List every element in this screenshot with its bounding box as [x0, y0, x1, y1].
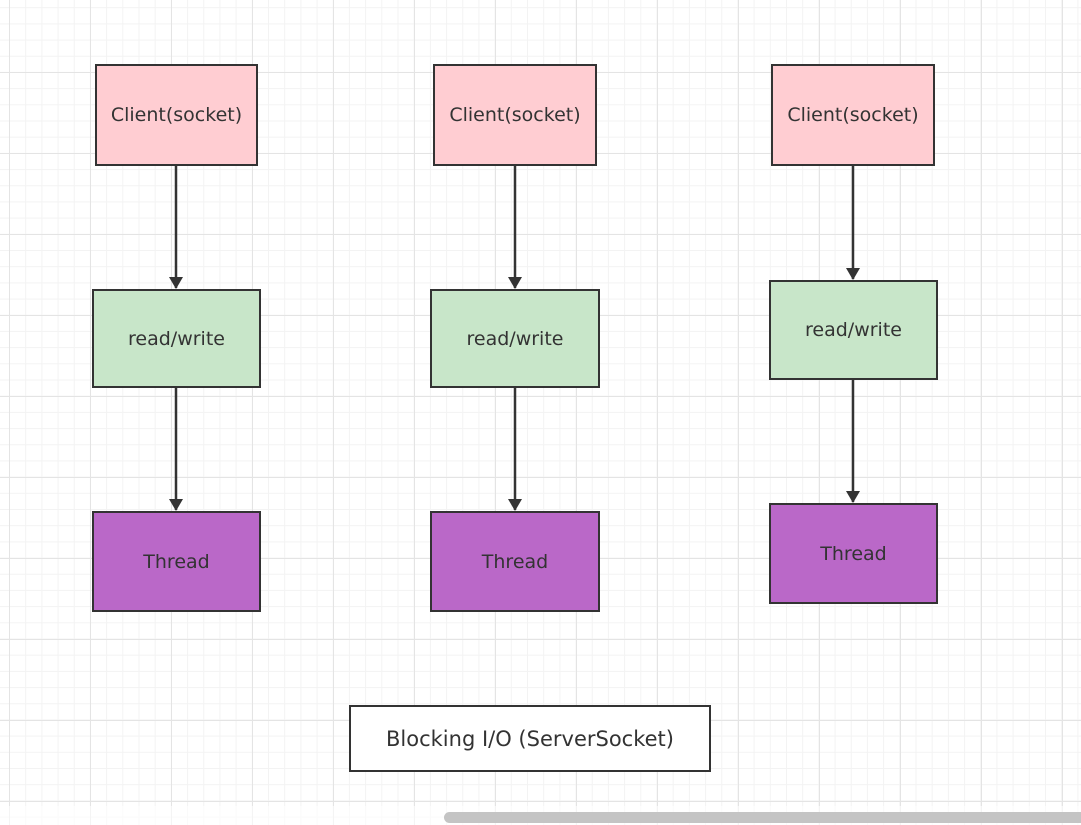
client-socket-label-3: Client(socket) — [787, 104, 919, 126]
read-write-node-3[interactable]: read/write — [769, 280, 938, 380]
read-write-label-1: read/write — [128, 327, 225, 350]
caption-label: Blocking I/O (ServerSocket) — [386, 726, 674, 751]
thread-label-1: Thread — [143, 550, 210, 573]
read-write-label-3: read/write — [805, 319, 902, 341]
client-socket-node-2[interactable]: Client(socket) — [433, 64, 597, 166]
thread-node-2[interactable]: Thread — [430, 511, 600, 612]
read-write-label-2: read/write — [466, 327, 564, 350]
thread-node-1[interactable]: Thread — [92, 511, 261, 612]
horizontal-scrollbar-thumb[interactable] — [444, 812, 1081, 823]
client-socket-node-1[interactable]: Client(socket) — [95, 64, 258, 166]
caption-box[interactable]: Blocking I/O (ServerSocket) — [349, 705, 711, 772]
read-write-node-2[interactable]: read/write — [430, 289, 600, 388]
client-socket-label-2: Client(socket) — [449, 104, 581, 126]
thread-label-3: Thread — [820, 542, 887, 565]
read-write-node-1[interactable]: read/write — [92, 289, 261, 388]
thread-node-3[interactable]: Thread — [769, 503, 938, 604]
client-socket-label-1: Client(socket) — [110, 104, 243, 126]
client-socket-node-3[interactable]: Client(socket) — [771, 64, 935, 166]
thread-label-2: Thread — [481, 550, 549, 573]
